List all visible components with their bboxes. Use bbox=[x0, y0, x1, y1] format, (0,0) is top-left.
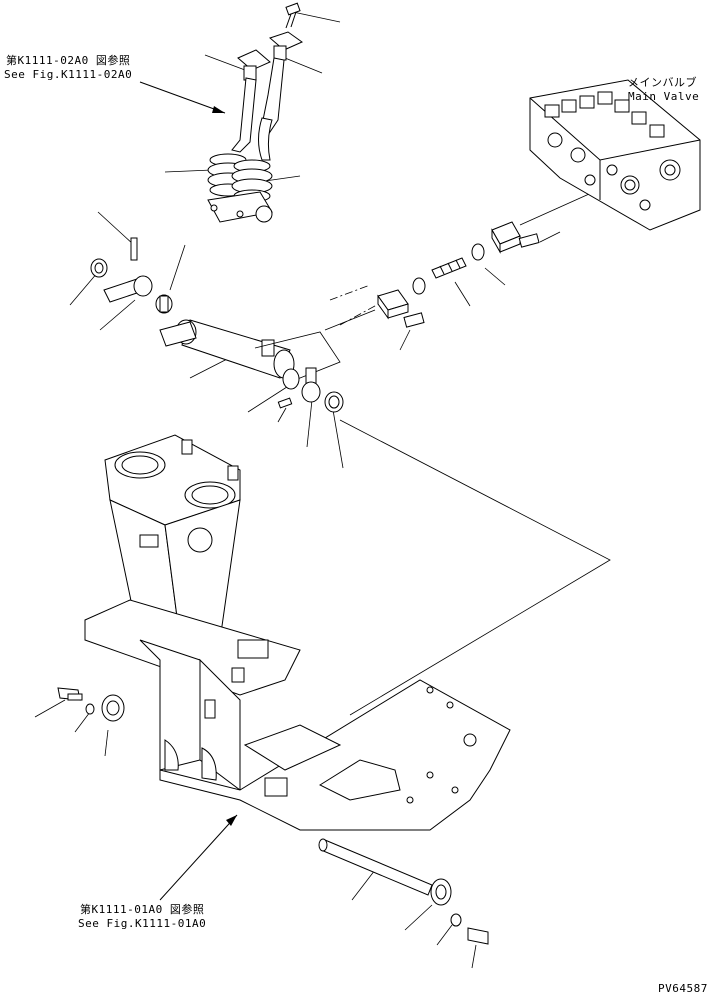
ref-top-en: See Fig.K1111-02A0 bbox=[4, 68, 133, 81]
main-valve bbox=[529, 79, 701, 231]
leader-lines bbox=[34, 11, 631, 969]
ref-bottom-jp: 第K1111-01A0 図参照 bbox=[80, 903, 205, 916]
main-valve-label-jp: メインバルブ bbox=[628, 76, 697, 89]
bottom-left-parts bbox=[57, 687, 125, 722]
linkage-parts bbox=[90, 221, 540, 413]
ref-top-jp: 第K1111-02A0 図参照 bbox=[6, 54, 131, 67]
control-lever-assembly bbox=[207, 2, 304, 223]
drawing-code: PV64587 bbox=[658, 982, 708, 995]
main-valve-label-en: Main Valve bbox=[628, 90, 700, 103]
lever-stand bbox=[84, 434, 301, 791]
floor-plate bbox=[159, 679, 511, 831]
bottom-shaft-parts bbox=[318, 838, 489, 945]
ref-bottom-en: See Fig.K1111-01A0 bbox=[78, 917, 207, 930]
